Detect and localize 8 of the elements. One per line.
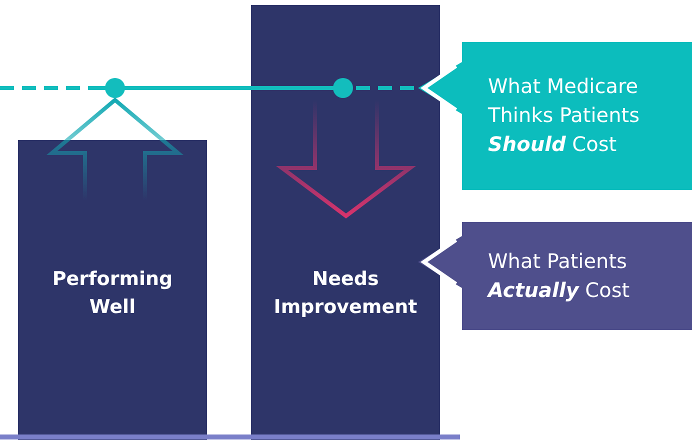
bar-label: Performing Well [51, 267, 174, 320]
callout-box [418, 42, 692, 190]
callout-box [418, 222, 692, 330]
bar-label: Needs Improvement [272, 267, 418, 320]
bar [18, 140, 207, 440]
callout-text: What Patients Actually Cost [488, 248, 631, 304]
bar [251, 5, 440, 440]
callout-text: What Medicare Thinks Patients Should Cost [488, 73, 641, 158]
